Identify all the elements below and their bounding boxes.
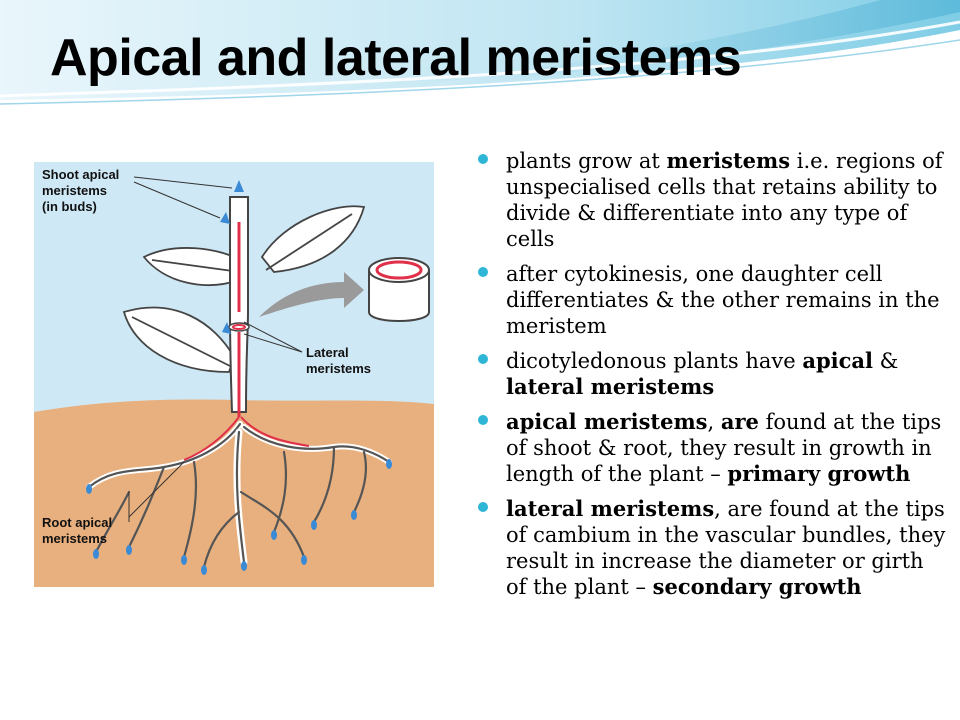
bullet-segment: , (707, 410, 721, 434)
bullet-segment-bold: apical meristems (506, 409, 708, 434)
bullet-list: plants grow at meristems i.e. regions of… (476, 148, 946, 609)
leaves (122, 205, 366, 373)
stem (183, 196, 310, 461)
root-label-line2: meristems (42, 531, 107, 546)
bullet-dot-icon (478, 502, 488, 512)
plant-meristem-diagram: Shoot apical meristems (in buds) Lateral… (34, 162, 434, 587)
lateral-label-line1: Lateral (306, 345, 349, 360)
slide-title: Apical and lateral meristems (50, 29, 742, 87)
bullet-dot-icon (478, 415, 488, 425)
bullet-text: dicotyledonous plants have apical & late… (506, 348, 899, 399)
bullet-segment-bold: secondary growth (652, 574, 862, 599)
bullet-item: apical meristems, are found at the tips … (476, 409, 946, 487)
bullet-text: after cytokinesis, one daughter cell dif… (506, 262, 940, 338)
shoot-bud-markers (220, 180, 244, 334)
root-tip-markers (86, 459, 392, 575)
bullet-text: plants grow at meristems i.e. regions of… (506, 148, 943, 251)
bullet-segment: found at the tips of shoot & root, they … (506, 410, 942, 486)
bullet-segment-bold: lateral meristems (506, 374, 715, 399)
bullet-segment-bold: are (720, 409, 759, 434)
shoot-label-line1: Shoot apical (42, 167, 119, 182)
bullet-segment: dicotyledonous plants have (506, 349, 803, 373)
header-swoosh (0, 0, 960, 105)
bullet-text: apical meristems, are found at the tips … (506, 409, 942, 486)
bullet-item: plants grow at meristems i.e. regions of… (476, 148, 946, 252)
bullet-segment: , are found at the tips of cambium in th… (506, 497, 946, 599)
root-label-line1: Root apical (42, 515, 112, 530)
bullet-item: lateral meristems, are found at the tips… (476, 496, 946, 600)
bullet-segment-bold: primary growth (727, 461, 911, 486)
cross-section-cylinder (368, 257, 430, 322)
cross-section-arrow (259, 272, 364, 317)
shoot-label-line2: meristems (42, 183, 107, 198)
shoot-label-line3: (in buds) (42, 199, 97, 214)
bullet-dot-icon (478, 154, 488, 164)
bullet-item: after cytokinesis, one daughter cell dif… (476, 261, 946, 339)
label-leader-lines (128, 176, 303, 522)
bullet-item: dicotyledonous plants have apical & late… (476, 348, 946, 400)
bullet-segment: & (873, 349, 899, 373)
bullet-segment: after cytokinesis, one daughter cell dif… (506, 262, 940, 338)
bullet-text: lateral meristems, are found at the tips… (506, 496, 946, 599)
bullet-segment-bold: apical (802, 348, 873, 373)
bullet-segment-bold: meristems (666, 148, 791, 173)
root-system (86, 421, 392, 569)
bullet-segment-bold: lateral meristems (506, 496, 715, 521)
bullet-dot-icon (478, 267, 488, 277)
bullet-dot-icon (478, 354, 488, 364)
bullet-segment: i.e. regions of unspecialised cells that… (506, 149, 943, 251)
lateral-label-line2: meristems (306, 361, 371, 376)
bullet-segment: plants grow at (506, 149, 667, 173)
